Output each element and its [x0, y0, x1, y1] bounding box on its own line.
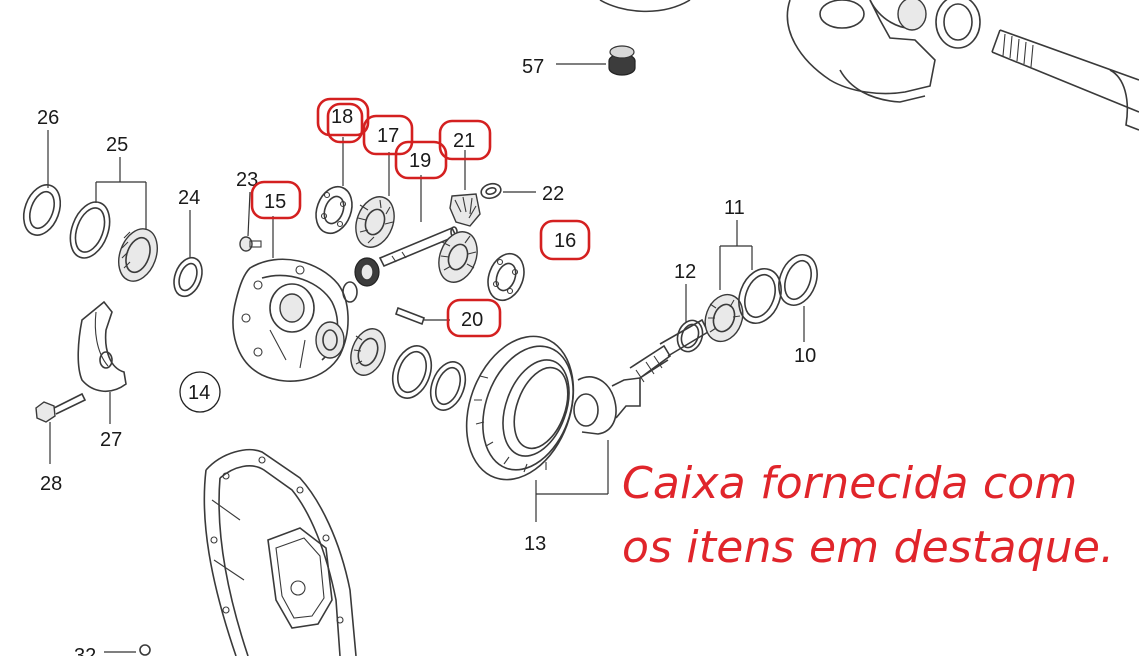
label-18: 18: [331, 106, 353, 128]
part-21-pinion-gear: [449, 150, 481, 227]
part-25-bearing: 25: [69, 134, 158, 282]
part-15-differential-case: [232, 216, 349, 382]
label-28: 28: [40, 473, 62, 495]
highlight-19: [394, 140, 448, 180]
part-22-small-washer: 22: [480, 182, 564, 205]
part-28-bolt: 28: [35, 392, 87, 495]
label-21: 21: [453, 130, 475, 152]
carrier-bearing-set: [342, 281, 467, 411]
label-57: 57: [522, 56, 544, 78]
part-57-bushing: 57: [522, 45, 636, 78]
part-26-seal: 26: [22, 107, 62, 236]
supply-note-line-1: Caixa fornecida com: [622, 458, 1078, 509]
label-20: 20: [461, 309, 483, 331]
label-22: 22: [542, 183, 564, 205]
differential-cover: [203, 448, 357, 656]
part-23-bolt: 23: [236, 169, 262, 252]
label-25: 25: [106, 134, 128, 156]
highlight-21: [438, 119, 492, 161]
part-11-pinion-bearing: 11: [704, 197, 782, 343]
highlight-17: [362, 114, 414, 156]
part-27-bearing-cap: 27: [77, 300, 127, 451]
part-16-side-gear: [354, 231, 478, 287]
label-10: 10: [794, 345, 816, 367]
label-26: 26: [37, 107, 59, 129]
part-20-lock-pin: [394, 306, 450, 326]
highlight-18-outer: [316, 97, 370, 137]
part-13-ring-gear-pinion: 13: [465, 318, 710, 555]
label-13: 13: [524, 533, 546, 555]
highlight-18-inner: [326, 102, 364, 144]
label-15: 15: [264, 191, 286, 213]
part-24-washer: 24: [173, 187, 203, 298]
part-18-thrust-washer: [315, 137, 353, 235]
part-17-side-gear: [355, 152, 395, 248]
highlight-15: [250, 180, 302, 220]
label-27: 27: [100, 429, 122, 451]
label-16: 16: [554, 230, 576, 252]
part-14-callout: 14: [179, 371, 221, 413]
label-11: 11: [724, 197, 745, 219]
label-24: 24: [178, 187, 200, 209]
part-10-washer: 10: [778, 254, 818, 367]
label-12: 12: [674, 261, 696, 283]
label-14: 14: [188, 382, 210, 404]
label-23: 23: [236, 169, 258, 191]
part-32-fragment: 32: [74, 644, 151, 656]
supply-note-line-2: os itens em destaque.: [622, 522, 1115, 573]
label-17: 17: [377, 125, 399, 147]
highlight-20: [446, 298, 502, 338]
highlight-16: [539, 219, 591, 261]
part-16b-thrust-washer: [487, 252, 525, 302]
part-12-shim: 12: [674, 261, 704, 353]
axle-housing-fragment: [599, 0, 1139, 131]
label-32: 32: [74, 645, 96, 656]
highlighted-callouts: 18 17 21 19 15 16 20: [250, 97, 591, 338]
label-19: 19: [409, 150, 431, 172]
supply-note: Caixa fornecida com os itens em destaque…: [622, 452, 1132, 580]
